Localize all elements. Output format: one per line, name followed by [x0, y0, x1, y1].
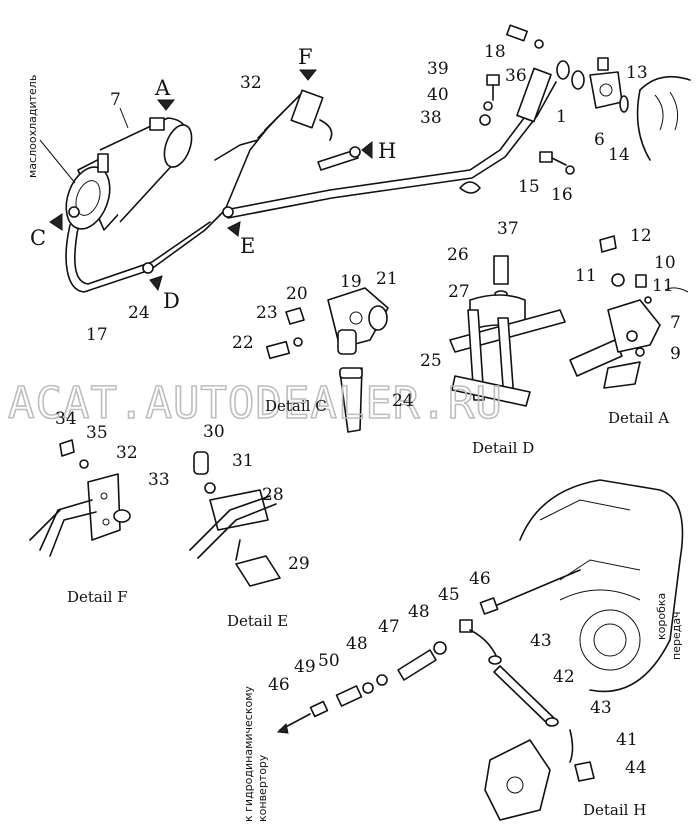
callout-37: 37 [497, 219, 519, 239]
callout-41: 41 [616, 730, 638, 750]
detail-h-drawing [276, 479, 684, 821]
converter-label-line1: к гидродинамическому [242, 685, 255, 822]
callout-31: 31 [232, 451, 254, 471]
callout-21: 21 [376, 269, 398, 289]
callout-30: 30 [203, 422, 225, 442]
callout-29: 29 [288, 554, 310, 574]
callout-17: 17 [86, 325, 108, 345]
view-letter-e: E [240, 234, 255, 258]
callout-14: 14 [608, 145, 630, 165]
callout-13: 13 [626, 63, 648, 83]
callout-7-detail-a: 7 [670, 313, 681, 333]
gearbox-label-line2: передач [670, 611, 683, 660]
callout-28: 28 [262, 485, 284, 505]
detail-a-drawing [569, 235, 689, 389]
converter-label-line2: конвертору [256, 754, 269, 822]
detail-e-caption: Detail E [227, 612, 288, 630]
callout-22: 22 [232, 333, 254, 353]
callout-32-detail: 32 [116, 443, 138, 463]
callout-11-a: 11 [575, 266, 597, 286]
gearbox-label-line1: коробка [655, 593, 668, 640]
view-letter-h: H [378, 139, 396, 163]
callout-11-b: 11 [652, 276, 674, 296]
callout-36: 36 [505, 66, 527, 86]
watermark: ACAT.AUTODEALER.RU [8, 378, 503, 429]
callout-48-low: 48 [346, 634, 368, 654]
callout-35: 35 [86, 423, 108, 443]
detail-f-caption: Detail F [67, 588, 128, 606]
oil-cooler-label: маслоохладитель [26, 75, 39, 178]
callout-18: 18 [484, 42, 506, 62]
callout-38: 38 [420, 108, 442, 128]
detail-e-drawing [189, 451, 281, 587]
view-letters: A F H C E D [30, 45, 396, 313]
callout-15: 15 [518, 177, 540, 197]
callout-43-low: 43 [590, 698, 612, 718]
callout-47: 47 [378, 617, 400, 637]
detail-c-caption: Detail C [265, 397, 327, 415]
view-letter-f: F [298, 45, 313, 69]
callout-42: 42 [553, 667, 575, 687]
callout-32-main: 32 [240, 73, 262, 93]
callout-9: 9 [670, 344, 681, 364]
callout-46-low: 46 [268, 675, 290, 695]
callout-49: 49 [294, 657, 316, 677]
callout-39: 39 [427, 59, 449, 79]
callout-20: 20 [286, 284, 308, 304]
callout-43-top: 43 [530, 631, 552, 651]
callout-12: 12 [630, 226, 652, 246]
detail-h-caption: Detail H [583, 801, 646, 819]
callout-34: 34 [55, 409, 77, 429]
view-letter-d: D [163, 289, 180, 313]
callout-numbers: 7 32 18 39 40 38 36 1 13 6 14 15 16 37 1… [55, 42, 681, 778]
callout-33: 33 [148, 470, 170, 490]
callout-26: 26 [447, 245, 469, 265]
callout-23: 23 [256, 303, 278, 323]
detail-a-caption: Detail A [608, 409, 669, 427]
callout-48-top: 48 [408, 602, 430, 622]
detail-c-drawing [265, 287, 389, 433]
detail-f-drawing [29, 439, 131, 557]
callout-44: 44 [625, 758, 647, 778]
view-letter-a: A [154, 76, 171, 100]
russian-labels: маслоохладитель коробка передач к гидрод… [26, 75, 683, 822]
callout-27: 27 [448, 282, 470, 302]
callout-25: 25 [420, 351, 442, 371]
detail-d-drawing [449, 255, 566, 407]
callout-40: 40 [427, 85, 449, 105]
callout-10: 10 [654, 253, 676, 273]
detail-captions: Detail C Detail D Detail A Detail F Deta… [67, 397, 669, 819]
view-letter-c: C [30, 226, 46, 250]
oil-cooler-assembly [39, 24, 691, 293]
callout-19: 19 [340, 272, 362, 292]
view-arrows [49, 69, 373, 292]
callout-46-top: 46 [469, 569, 491, 589]
callout-16: 16 [551, 185, 573, 205]
callout-24-main: 24 [128, 303, 150, 323]
callout-50: 50 [318, 651, 340, 671]
detail-d-caption: Detail D [472, 439, 534, 457]
callout-6: 6 [594, 130, 605, 150]
callout-45: 45 [438, 585, 460, 605]
callout-7: 7 [110, 90, 121, 110]
callout-1: 1 [556, 107, 567, 127]
callout-24-detail: 24 [392, 391, 414, 411]
